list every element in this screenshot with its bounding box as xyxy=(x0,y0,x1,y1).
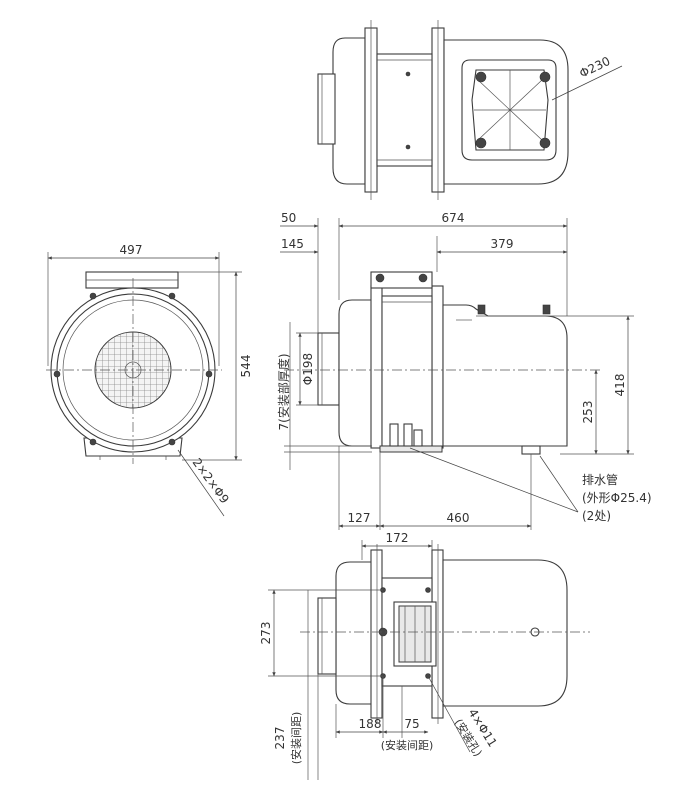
dim-145: 145 xyxy=(281,237,304,251)
dim-50: 50 xyxy=(281,211,296,225)
dim-460: 460 xyxy=(447,511,470,525)
front-view: 497 544 2×2×Φ9 xyxy=(46,243,253,517)
dim-497: 497 xyxy=(120,243,143,257)
dim-2x2-phi9: 2×2×Φ9 xyxy=(190,456,232,507)
top-view: Φ230 xyxy=(317,20,623,200)
dim-379: 379 xyxy=(491,237,514,251)
dim-188: 188 xyxy=(359,717,382,731)
dim-418: 418 xyxy=(613,374,627,397)
dim-phi230: Φ230 xyxy=(577,54,612,81)
dim-273: 273 xyxy=(259,622,273,645)
dim-75: 75 xyxy=(404,717,419,731)
dim-544: 544 xyxy=(239,355,253,378)
drain-title: 排水管 xyxy=(582,472,618,487)
dim-127: 127 xyxy=(348,511,371,525)
drain-count: (2处) xyxy=(582,509,611,523)
drain-spec: (外形Φ25.4) xyxy=(582,491,652,505)
dim-172: 172 xyxy=(386,531,409,545)
side-view: 50 674 145 379 418 253 Φ198 7(安装部厚度) 127 xyxy=(276,211,652,530)
dim-253: 253 xyxy=(581,401,595,424)
bottom-view: 172 273 237 (安装间距) 188 75 (安装间距) 4×Φ11 (… xyxy=(259,531,590,780)
dim-75-note: (安装间距) xyxy=(381,738,434,752)
dim-674: 674 xyxy=(442,211,465,225)
dim-install-thickness: 7(安装部厚度) xyxy=(276,354,291,431)
dim-237-note: (安装间距) xyxy=(289,712,303,765)
dim-237: 237 xyxy=(273,727,287,750)
dim-phi198: Φ198 xyxy=(301,353,315,385)
